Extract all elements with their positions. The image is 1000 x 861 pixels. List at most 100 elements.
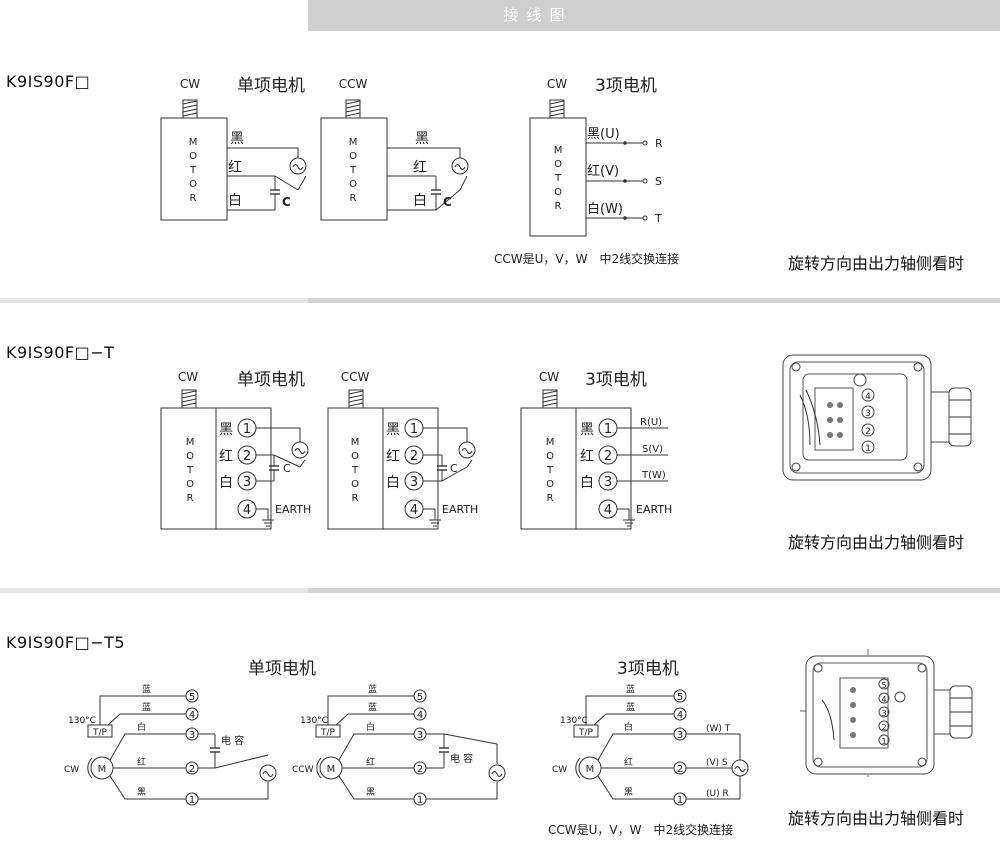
svg-text:1: 1 xyxy=(243,422,251,437)
three-phase-title: 3项电机 xyxy=(595,76,657,96)
earth-label: EARTH xyxy=(275,503,311,516)
svg-text:1: 1 xyxy=(417,795,423,806)
svg-text:M: M xyxy=(327,764,336,775)
svg-text:T/P: T/P xyxy=(92,728,108,738)
svg-text:4: 4 xyxy=(865,392,871,402)
svg-text:4: 4 xyxy=(677,710,683,721)
svg-text:C: C xyxy=(450,462,458,475)
svg-text:4: 4 xyxy=(604,503,612,518)
svg-text:5: 5 xyxy=(677,692,683,703)
svg-text:130°C: 130°C xyxy=(68,716,96,726)
svg-text:1: 1 xyxy=(677,795,683,806)
wire-red-label: 红 xyxy=(413,160,427,176)
terminal-box-t5-drawing: 5 4 3 2 1 xyxy=(800,649,973,777)
svg-text:2: 2 xyxy=(604,449,612,464)
svg-text:1: 1 xyxy=(881,737,886,746)
svg-text:CCW: CCW xyxy=(341,370,370,384)
cw-label: CW xyxy=(547,77,567,91)
terminal-s: S xyxy=(655,175,662,188)
ccw-note: CCW是U，V，W 中2线交换连接 xyxy=(494,251,679,266)
svg-text:黑: 黑 xyxy=(580,422,594,438)
single-phase-cw-diagram: CW 黑 红 白 C 单项电机 xyxy=(160,76,307,221)
svg-text:4: 4 xyxy=(881,695,886,704)
svg-text:蓝: 蓝 xyxy=(626,701,635,713)
svg-text:黑: 黑 xyxy=(219,422,233,438)
svg-text:2: 2 xyxy=(417,764,423,775)
svg-text:蓝: 蓝 xyxy=(368,701,377,713)
svg-text:蓝: 蓝 xyxy=(626,683,635,695)
svg-text:4: 4 xyxy=(189,710,195,721)
svg-text:5: 5 xyxy=(881,681,886,690)
terminal-t: T xyxy=(654,212,662,225)
svg-text:4: 4 xyxy=(410,503,418,518)
svg-text:2: 2 xyxy=(243,449,251,464)
ccw-note: CCW是U，V，W 中2线交换连接 xyxy=(548,822,733,837)
svg-text:3: 3 xyxy=(677,730,683,741)
svg-text:CCW: CCW xyxy=(292,765,314,775)
svg-text:3: 3 xyxy=(189,730,195,741)
ccw-label: CCW xyxy=(339,77,368,91)
svg-text:蓝: 蓝 xyxy=(142,683,151,695)
wire-white-label: 白 xyxy=(413,193,427,209)
svg-text:黑: 黑 xyxy=(624,787,633,798)
svg-text:2: 2 xyxy=(677,764,683,775)
single-phase-ccw-diagram: CCW 黑 红 白 C xyxy=(320,77,469,221)
svg-text:红: 红 xyxy=(386,449,400,465)
svg-text:白: 白 xyxy=(137,721,146,733)
svg-text:T(W): T(W) xyxy=(641,470,666,481)
terminal-box-t-drawing: 4 3 2 1 xyxy=(782,354,972,481)
svg-text:CW: CW xyxy=(64,765,79,775)
single-phase-title: 单项电机 xyxy=(237,76,305,96)
svg-text:3: 3 xyxy=(881,709,886,718)
svg-text:红: 红 xyxy=(366,756,375,768)
single-phase-title: 单项电机 xyxy=(237,370,305,390)
svg-text:5: 5 xyxy=(189,692,195,703)
t5-single-phase-ccw-diagram: 5 4 3 2 1 T/P 130°C 蓝 蓝 白 红 黑 M CCW 电 容 xyxy=(292,683,506,806)
svg-text:2: 2 xyxy=(410,449,418,464)
svg-text:M: M xyxy=(98,764,107,775)
header-bar-blank xyxy=(0,0,308,31)
svg-text:T/P: T/P xyxy=(320,728,336,738)
svg-text:1: 1 xyxy=(604,422,612,437)
svg-text:3: 3 xyxy=(417,730,423,741)
wire-white-label: 白 xyxy=(228,193,242,209)
svg-text:EARTH: EARTH xyxy=(636,503,672,516)
wire-w-label: 白(W) xyxy=(587,201,623,217)
t-three-phase-diagram: CW 3项电机 黑 红 白 1 2 3 4 R(U) S(V) T(W) EAR… xyxy=(520,370,672,530)
svg-text:白: 白 xyxy=(580,475,594,491)
svg-text:EARTH: EARTH xyxy=(442,503,478,516)
rotation-note: 旋转方向由出力轴侧看时 xyxy=(788,254,965,273)
single-phase-title: 单项电机 xyxy=(248,659,316,679)
svg-text:1: 1 xyxy=(865,444,871,454)
svg-text:C: C xyxy=(283,462,291,475)
svg-text:2: 2 xyxy=(189,764,195,775)
svg-text:红: 红 xyxy=(219,449,233,465)
section-divider xyxy=(0,298,1000,303)
wire-u-label: 黑(U) xyxy=(587,127,620,142)
svg-text:CW: CW xyxy=(552,765,567,775)
svg-text:2: 2 xyxy=(881,723,886,732)
svg-text:(V) S: (V) S xyxy=(706,758,728,768)
rotation-note: 旋转方向由出力轴侧看时 xyxy=(788,809,965,828)
three-phase-diagram: CW 3项电机 黑(U) 红(V) 白(W) R S T CCW是U，V，W 中… xyxy=(494,76,679,266)
svg-text:130°C: 130°C xyxy=(300,716,328,726)
t-single-phase-ccw-diagram: CCW 黑 红 白 1 2 3 4 C EARTH xyxy=(327,370,478,530)
svg-text:白: 白 xyxy=(219,475,233,491)
svg-text:4: 4 xyxy=(243,503,251,518)
svg-text:3: 3 xyxy=(410,475,418,490)
svg-text:电 容: 电 容 xyxy=(221,734,244,747)
svg-text:白: 白 xyxy=(366,721,375,733)
model-label: K9IS90F□ xyxy=(6,72,91,91)
svg-text:黑: 黑 xyxy=(386,422,400,438)
svg-text:(W) T: (W) T xyxy=(706,724,731,734)
model-label: K9IS90F□−T5 xyxy=(6,633,126,652)
header-bar: 接线图 xyxy=(0,0,1000,31)
svg-text:M: M xyxy=(586,764,595,775)
cw-label: CW xyxy=(180,77,200,91)
svg-text:黑: 黑 xyxy=(366,787,375,798)
wire-v-label: 红(V) xyxy=(587,163,619,179)
svg-text:黑: 黑 xyxy=(137,787,146,798)
wire-red-label: 红 xyxy=(228,160,242,176)
svg-text:S(V): S(V) xyxy=(642,444,663,455)
